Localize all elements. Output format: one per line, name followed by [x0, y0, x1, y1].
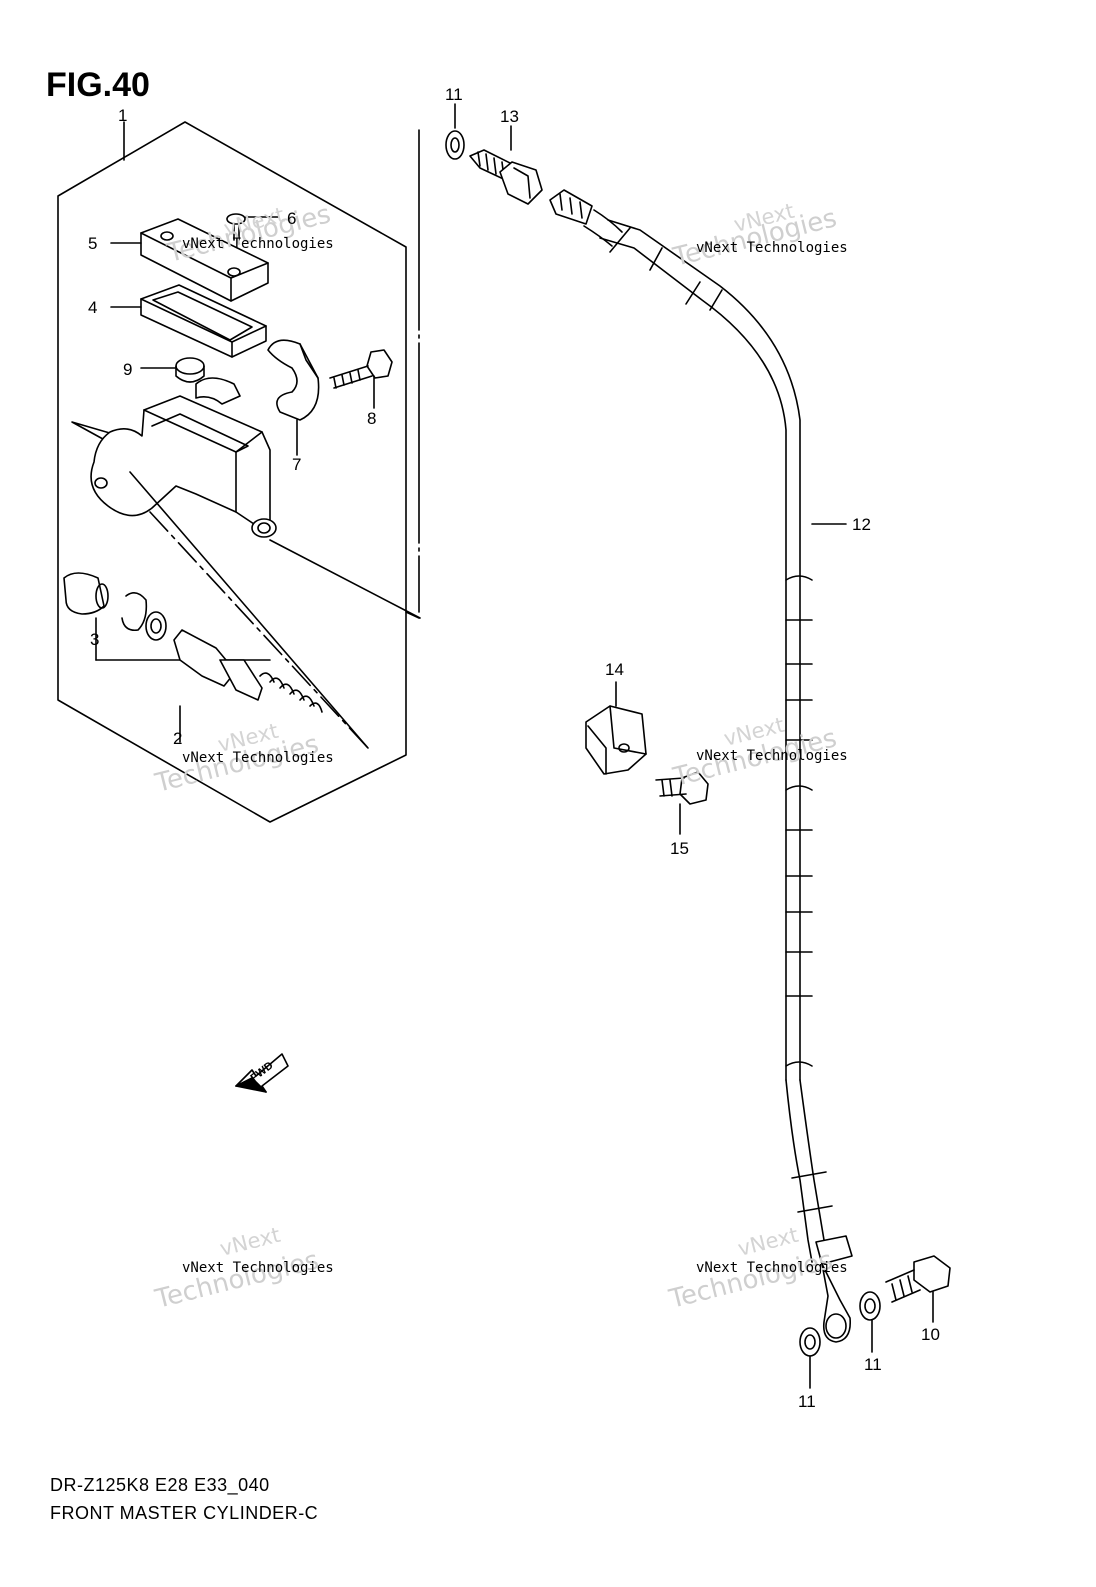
watermark-group-top-right: Technologies vNext vNext Technologies	[669, 199, 847, 273]
brake-hose	[583, 209, 847, 1263]
piston-washer	[145, 611, 167, 641]
callout-3: 3	[90, 630, 99, 649]
banjo-fitting	[815, 1235, 853, 1343]
callout-11-bottom: 11	[798, 1392, 816, 1411]
svg-text:vNext Technologies: vNext Technologies	[182, 750, 334, 766]
callout-1: 1	[118, 106, 127, 125]
callout-13: 13	[500, 107, 519, 126]
clamp-bolt	[655, 771, 709, 835]
master-cylinder-body	[71, 377, 421, 749]
callout-5: 5	[88, 234, 97, 253]
cap-screw	[226, 213, 279, 241]
callout-12: 12	[852, 515, 871, 534]
washer-top	[445, 130, 465, 160]
union-bolt	[885, 1255, 951, 1323]
piston-and-spring	[173, 629, 323, 743]
callout-2: 2	[173, 729, 182, 748]
callout-9: 9	[123, 360, 132, 379]
svg-text:vNext Technologies: vNext Technologies	[696, 748, 848, 764]
callout-10: 10	[921, 1325, 940, 1344]
callout-11-right: 11	[864, 1355, 882, 1374]
callout-7: 7	[292, 455, 301, 474]
hose-fitting-union	[469, 125, 593, 225]
hose-clamp	[585, 681, 647, 775]
svg-text:vNext Technologies: vNext Technologies	[696, 1260, 848, 1276]
section-name: FRONT MASTER CYLINDER-C	[50, 1503, 319, 1523]
callout-15: 15	[670, 839, 689, 858]
figure-title: FIG.40	[46, 66, 150, 104]
callout-6: 6	[287, 209, 296, 228]
reservoir-cap	[140, 218, 269, 302]
reservoir-diaphragm	[140, 284, 267, 358]
fwd-arrow-icon	[235, 1053, 289, 1093]
grommet	[175, 357, 205, 383]
washer-bottom-left	[799, 1327, 821, 1357]
piston-boot	[63, 572, 109, 615]
callout-8: 8	[367, 409, 376, 428]
svg-text:vNext Technologies: vNext Technologies	[696, 240, 848, 256]
svg-text:vNext Technologies: vNext Technologies	[182, 236, 334, 252]
washer-bottom-right	[859, 1291, 881, 1321]
callout-14: 14	[605, 660, 624, 679]
callout-11-top: 11	[445, 85, 463, 104]
watermark-group-bottom-right: Technologies vNext vNext Technologies	[665, 1223, 847, 1315]
svg-text:vNext Technologies: vNext Technologies	[182, 1260, 334, 1276]
model-code: DR-Z125K8 E28 E33_040	[50, 1475, 270, 1495]
callout-4: 4	[88, 298, 97, 317]
handlebar-holder	[267, 339, 320, 456]
holder-bolt	[329, 349, 393, 409]
circlip	[121, 592, 148, 632]
assembly-frame	[57, 121, 407, 823]
watermark-group-mid-right: Technologies vNext vNext Technologies	[669, 713, 847, 793]
watermark-group-bottom-left: Technologies vNext vNext Technologies	[151, 1223, 333, 1315]
